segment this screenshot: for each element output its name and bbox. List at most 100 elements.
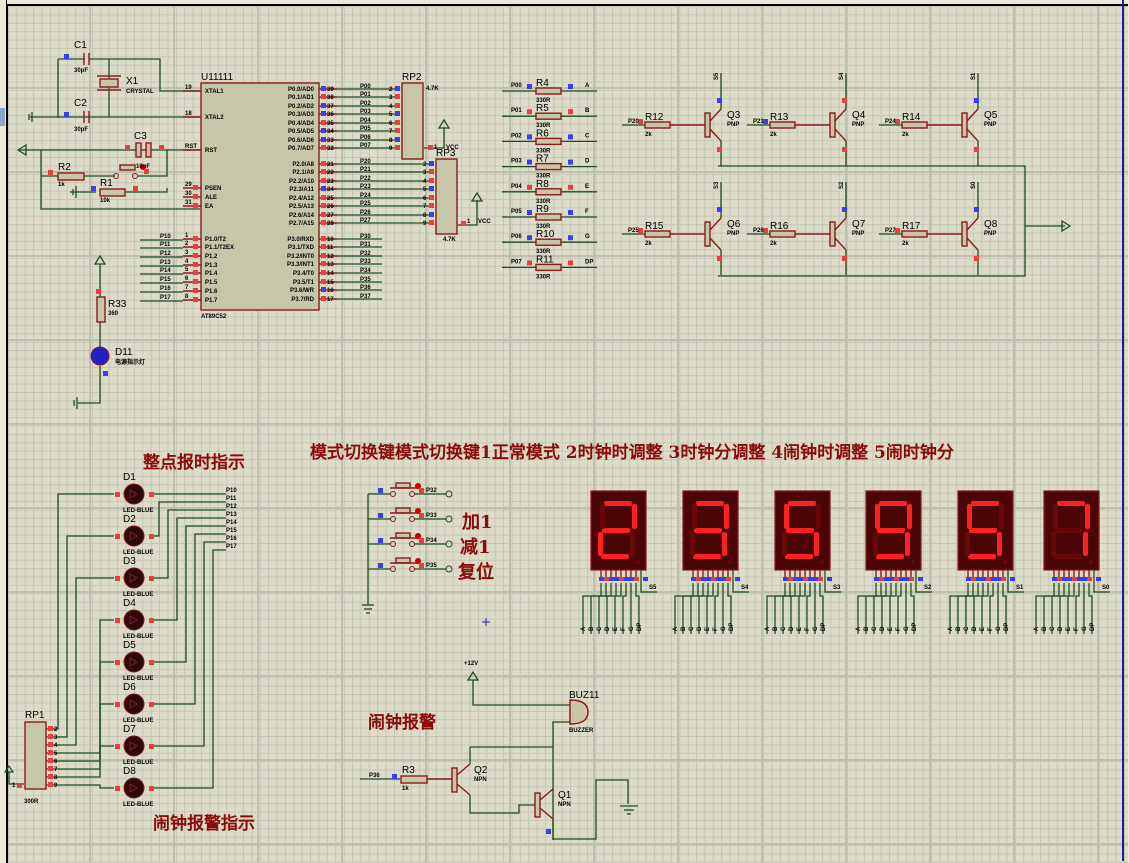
led-ref: D6 — [123, 682, 136, 693]
mcu-pin-name: P2.1/A9 — [292, 170, 314, 176]
segment-d — [693, 554, 721, 559]
display-select-label: S5 — [649, 585, 657, 591]
led-symbol — [129, 699, 139, 709]
resistor-body — [535, 137, 562, 146]
net-label: P01 — [360, 92, 371, 98]
pin-state-marker — [419, 563, 424, 568]
segment-b — [907, 504, 912, 529]
schematic-sheet[interactable] — [6, 4, 1128, 863]
pin-state-marker — [429, 195, 434, 200]
pin-state-marker — [763, 119, 768, 124]
net-label: P27 — [885, 228, 896, 234]
pin-state-marker — [193, 194, 198, 199]
pin-state-marker — [321, 279, 326, 284]
mcu-pin-name: P1.7 — [205, 298, 218, 304]
segment-dp — [1089, 560, 1093, 564]
pin-state-marker — [48, 750, 53, 755]
alarm-led-title: 闹钟报警指示 — [153, 813, 255, 834]
led-ref: D1 — [123, 472, 136, 483]
pin-state-marker — [803, 577, 808, 581]
transistor-collector — [834, 108, 847, 122]
mcu-pin-number: 15 — [327, 280, 334, 286]
switch-contact — [409, 516, 415, 522]
q2-type: NPN — [474, 777, 487, 783]
wire — [606, 583, 617, 634]
wire — [1002, 583, 1007, 634]
segment-pin-label: E — [797, 627, 803, 631]
segment-pin-label: D — [1058, 626, 1064, 631]
alarm-circuit[interactable]: 闹钟报警 +12V BUZ11 BUZZER P36 R3 1k Q2 NPN … — [360, 661, 638, 840]
pin-state-marker — [321, 169, 326, 174]
buzzer-ref: BUZ11 — [569, 690, 600, 701]
rp3-pin-number: 7 — [423, 204, 427, 210]
select-label: S5 — [714, 72, 720, 80]
segment-pin-label: A — [581, 626, 587, 631]
led-ref: D4 — [123, 598, 136, 609]
wire — [1051, 583, 1065, 634]
power-indicator[interactable]: R33 360 D11 电源指示灯 — [73, 254, 145, 409]
led-body — [123, 651, 145, 673]
net-label: P06 — [511, 234, 522, 240]
resistor-body — [535, 112, 562, 120]
wire — [622, 583, 627, 634]
mcu-pin-number: 5 — [185, 267, 189, 273]
button-net: P34 — [426, 538, 437, 544]
pin-state-marker — [726, 577, 731, 581]
segment-pin-label: F — [896, 627, 902, 631]
pin-state-marker — [842, 147, 847, 152]
led-value: LED-BLUE — [123, 508, 153, 514]
mcu-pin-number: 12 — [327, 254, 334, 260]
segment-d — [785, 554, 813, 559]
led-array[interactable]: D1LED-BLUEP10D2LED-BLUEP11D3LED-BLUEP12D… — [46, 472, 237, 808]
wire — [965, 583, 979, 634]
transistor-type: PNP — [852, 122, 864, 128]
q1-type: NPN — [558, 802, 571, 808]
clock-circuit[interactable]: C1 30pF C2 30pF X1 CRYSTAL C3 10uF R2 1k… — [16, 40, 200, 210]
wire — [154, 541, 226, 747]
select-label: S4 — [839, 72, 845, 80]
pin-state-marker — [966, 577, 971, 581]
pin-state-marker — [1087, 577, 1092, 581]
net-label: P07 — [511, 259, 522, 265]
mcu-pin-number: 32 — [327, 146, 334, 152]
mcu-ref: U11111 — [201, 72, 233, 83]
wire — [889, 583, 897, 634]
segment-pin-label: C — [872, 626, 878, 631]
segment-pin-label: E — [705, 627, 711, 631]
pin-state-marker — [429, 212, 434, 217]
segment-pin-label: E — [613, 627, 619, 631]
net-label: P05 — [360, 126, 371, 132]
pin-state-marker — [638, 119, 643, 124]
transistor-emitter — [709, 237, 722, 251]
mcu-pin-number: 39 — [327, 87, 334, 93]
transistor-ref: Q8 — [984, 219, 998, 230]
transistor-ref: Q5 — [984, 110, 998, 121]
c3-ref: C3 — [134, 131, 147, 142]
rp2-pin-number: 4 — [389, 104, 393, 110]
segment-pin-label: E — [1066, 627, 1072, 631]
segment-d — [1054, 554, 1082, 559]
wire — [949, 583, 969, 634]
net-label: P00 — [511, 83, 522, 89]
pin-state-marker — [643, 577, 648, 581]
mcu-at89c52[interactable]: U11111 AT89C52 19XTAL118XTAL2RSTRST29PSE… — [140, 72, 434, 320]
pin-state-marker — [321, 287, 326, 292]
mcu-pin-number: 14 — [327, 271, 334, 277]
wire — [1059, 583, 1070, 634]
segment-pin-label: B — [1042, 626, 1048, 631]
led-value: LED-BLUE — [123, 634, 153, 640]
mcu-pin-number: 37 — [327, 104, 334, 110]
segment-g — [969, 528, 997, 533]
rp1-pin-number: 5 — [54, 751, 58, 757]
pin-state-marker — [696, 577, 701, 581]
pin-state-marker — [1057, 577, 1062, 581]
display-select-label: S2 — [924, 585, 932, 591]
